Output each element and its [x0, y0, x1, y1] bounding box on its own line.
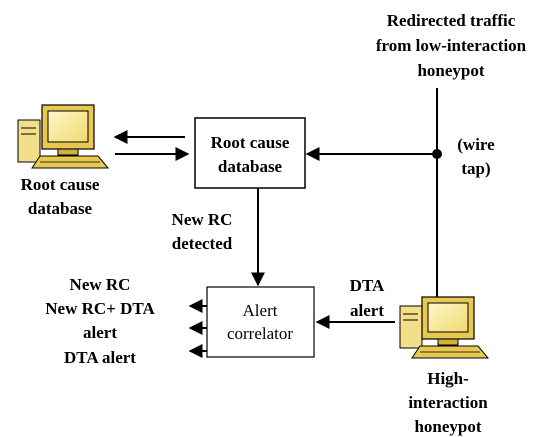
honeypot-label-line2: interaction: [408, 393, 488, 412]
output-label-line2: New RC+ DTA: [45, 299, 155, 318]
dta-alert-line2: alert: [350, 301, 384, 320]
wire-tap-label-line2: tap): [461, 159, 490, 178]
honeypot-computer-icon: [399, 296, 490, 359]
computer-label-line2: database: [28, 199, 93, 218]
output-label-line3: alert: [83, 323, 117, 342]
wire-tap-junction: [432, 149, 442, 159]
root-cause-box-line1: Root cause: [211, 133, 290, 152]
root-cause-box-line2: database: [218, 157, 283, 176]
new-rc-detected-line1: New RC: [172, 210, 233, 229]
alert-correlator-box: [206, 286, 315, 358]
alert-correlator-line1: Alert: [243, 301, 278, 320]
dta-alert-line1: DTA: [350, 276, 385, 295]
computer-label-line1: Root cause: [21, 175, 100, 194]
output-label-line4: DTA alert: [64, 348, 136, 367]
computer-icon: [17, 104, 110, 169]
redirected-traffic-line1: Redirected traffic: [387, 11, 516, 30]
honeypot-label-line1: High-: [427, 369, 469, 388]
wire-tap-label-line1: (wire: [457, 135, 495, 154]
new-rc-detected-line2: detected: [172, 234, 233, 253]
honeypot-label-line3: honeypot: [414, 417, 481, 436]
redirected-traffic-line3: honeypot: [417, 61, 484, 80]
alert-correlator-line2: correlator: [227, 324, 293, 343]
root-cause-database-box: [194, 117, 306, 189]
output-label-line1: New RC: [70, 275, 131, 294]
redirected-traffic-line2: from low-interaction: [376, 36, 527, 55]
